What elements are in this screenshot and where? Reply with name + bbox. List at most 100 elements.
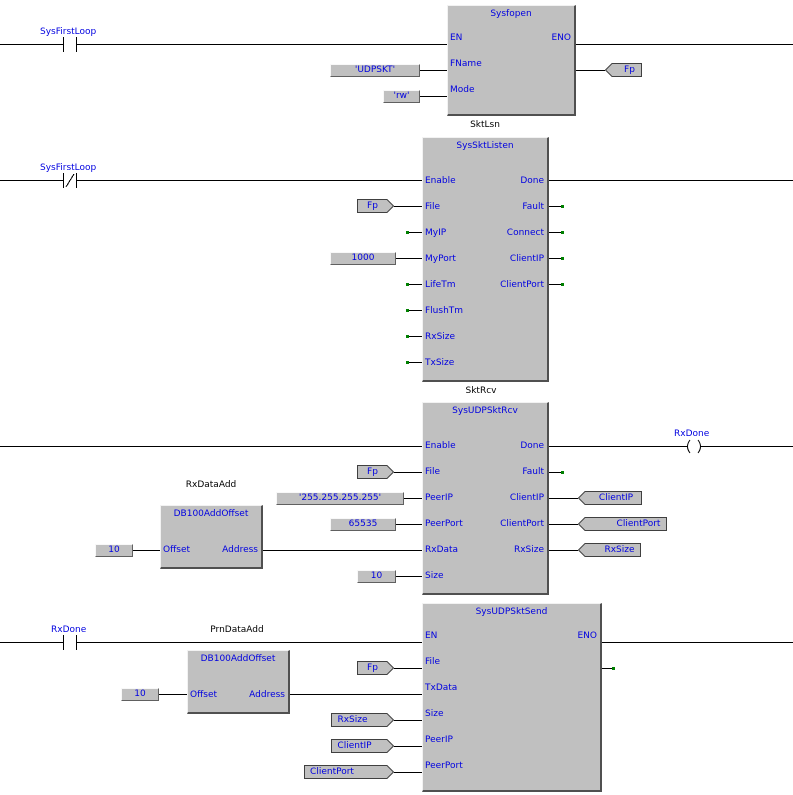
rxsize-output-text: RxSize: [604, 545, 635, 555]
rxsize-output-variable[interactable]: RxSize: [578, 543, 641, 557]
pin-size: Size: [425, 709, 444, 719]
output-tag-shape: [605, 63, 642, 77]
pin-dot: [561, 471, 564, 474]
pin-mode: Mode: [450, 85, 475, 95]
block-title: SysSktListen: [456, 141, 514, 151]
pin-lifetm: LifeTm: [425, 280, 456, 290]
clientport-input-text: ClientPort: [310, 767, 354, 777]
prndataadd-offset-block[interactable]: DB100AddOffset Offset Address: [187, 650, 290, 714]
output-tag-shape: [578, 543, 641, 557]
coil-right-arc: [697, 439, 701, 454]
pin-dot: [406, 283, 409, 286]
size-constant[interactable]: 10: [357, 570, 396, 583]
pin-txsize: TxSize: [425, 358, 455, 368]
fp-output-text: Fp: [624, 65, 635, 75]
pin-enable: Enable: [425, 441, 456, 451]
pin-fname: FName: [450, 59, 482, 69]
output-tag-shape: [578, 491, 642, 505]
block-title: DB100AddOffset: [173, 509, 249, 519]
pin-peerport: PeerPort: [425, 761, 463, 771]
pin-clientport: ClientPort: [500, 280, 544, 290]
clientip-input-variable[interactable]: ClientIP: [331, 739, 394, 753]
pin-address: Address: [222, 545, 258, 555]
rxdataadd-instance-name: RxDataAdd: [185, 480, 237, 490]
input-tag-shape: [304, 765, 394, 779]
fp-output-variable[interactable]: Fp: [605, 63, 642, 77]
fp-input-variable[interactable]: Fp: [357, 199, 394, 213]
pin-dot: [406, 231, 409, 234]
pin-dot: [406, 309, 409, 312]
clientport-input-variable[interactable]: ClientPort: [304, 765, 394, 779]
pin-clientip: ClientIP: [509, 493, 544, 503]
input-tag-shape: [331, 713, 394, 727]
pin-rxsize: RxSize: [425, 332, 456, 342]
block-title: DB100AddOffset: [200, 654, 276, 664]
sysudpsktsend-block[interactable]: SysUDPSktSend EN File TxData Size PeerIP…: [422, 603, 602, 792]
input-tag-shape: [357, 661, 394, 675]
pin-clientip: ClientIP: [509, 254, 544, 264]
pin-peerip: PeerIP: [425, 493, 453, 503]
input-tag-shape: [331, 739, 394, 753]
pin-address: Address: [249, 690, 285, 700]
block-title: SysUDPSktSend: [475, 607, 548, 617]
rung1-contact-label: SysFirstLoop: [40, 27, 97, 37]
fname-constant[interactable]: 'UDPSKT': [330, 64, 420, 77]
clientip-output-variable[interactable]: ClientIP: [578, 491, 642, 505]
fp-input-text: Fp: [367, 663, 378, 673]
fp-input-text: Fp: [367, 201, 378, 211]
sktrcv-instance-name: SktRcv: [465, 386, 497, 396]
pin-fault: Fault: [522, 467, 544, 477]
pin-size: Size: [425, 571, 444, 581]
pin-myport: MyPort: [425, 254, 456, 264]
pin-file: File: [425, 202, 441, 212]
pin-rxdata: RxData: [425, 545, 459, 555]
pin-done: Done: [520, 176, 544, 186]
pin-dot: [561, 257, 564, 260]
prndataadd-instance-name: PrnDataAdd: [210, 625, 264, 635]
pin-connect: Connect: [506, 228, 544, 238]
pin-txdata: TxData: [425, 683, 458, 693]
pin-offset: Offset: [163, 545, 191, 555]
pin-dot: [561, 231, 564, 234]
pin-dot: [406, 361, 409, 364]
syssktlisten-block[interactable]: SysSktListen Enable File MyIP MyPort Lif…: [422, 137, 549, 382]
coil-left-arc: [687, 439, 691, 454]
clientip-input-text: ClientIP: [337, 741, 372, 751]
pin-clientport: ClientPort: [500, 519, 544, 529]
pin-offset: Offset: [190, 690, 218, 700]
rxsize-input-variable[interactable]: RxSize: [331, 713, 394, 727]
peerip-constant[interactable]: '255.255.255.255': [276, 492, 404, 505]
pin-fault: Fault: [522, 202, 544, 212]
pin-dot: [406, 335, 409, 338]
myport-constant[interactable]: 1000: [330, 252, 396, 265]
rxdone-coil-label: RxDone: [674, 429, 710, 439]
output-tag-shape: [578, 517, 667, 531]
fp-input-variable[interactable]: Fp: [357, 661, 394, 675]
pin-rxsize: RxSize: [513, 545, 544, 555]
input-tag-shape: [357, 465, 394, 479]
sysudpsktrcv-block[interactable]: SysUDPSktRcv Enable File PeerIP PeerPort…: [422, 402, 549, 595]
peerport-constant[interactable]: 65535: [330, 518, 396, 531]
rung4-contact-label: RxDone: [51, 625, 87, 635]
pin-file: File: [425, 657, 441, 667]
pin-eno: ENO: [577, 631, 597, 641]
pin-dot: [561, 283, 564, 286]
clientip-output-text: ClientIP: [598, 493, 634, 503]
clientport-output-text: ClientPort: [616, 519, 661, 529]
offset-constant[interactable]: 10: [95, 544, 133, 557]
rxdataadd-offset-block[interactable]: DB100AddOffset Offset Address: [160, 505, 263, 569]
input-tag-shape: [357, 199, 394, 213]
pin-enable: Enable: [425, 176, 456, 186]
pin-flushtm: FlushTm: [425, 306, 464, 316]
pin-done: Done: [520, 441, 544, 451]
clientport-output-variable[interactable]: ClientPort: [578, 517, 667, 531]
fp-input-variable[interactable]: Fp: [357, 465, 394, 479]
sktlsn-instance-name: SktLsn: [470, 120, 500, 130]
rung2-contact-slash: [65, 173, 75, 188]
mode-constant[interactable]: 'rw': [383, 90, 420, 103]
sysfopen-block[interactable]: Sysfopen EN FName Mode ENO: [447, 5, 576, 116]
pin-myip: MyIP: [425, 228, 447, 238]
offset-constant[interactable]: 10: [121, 688, 159, 701]
